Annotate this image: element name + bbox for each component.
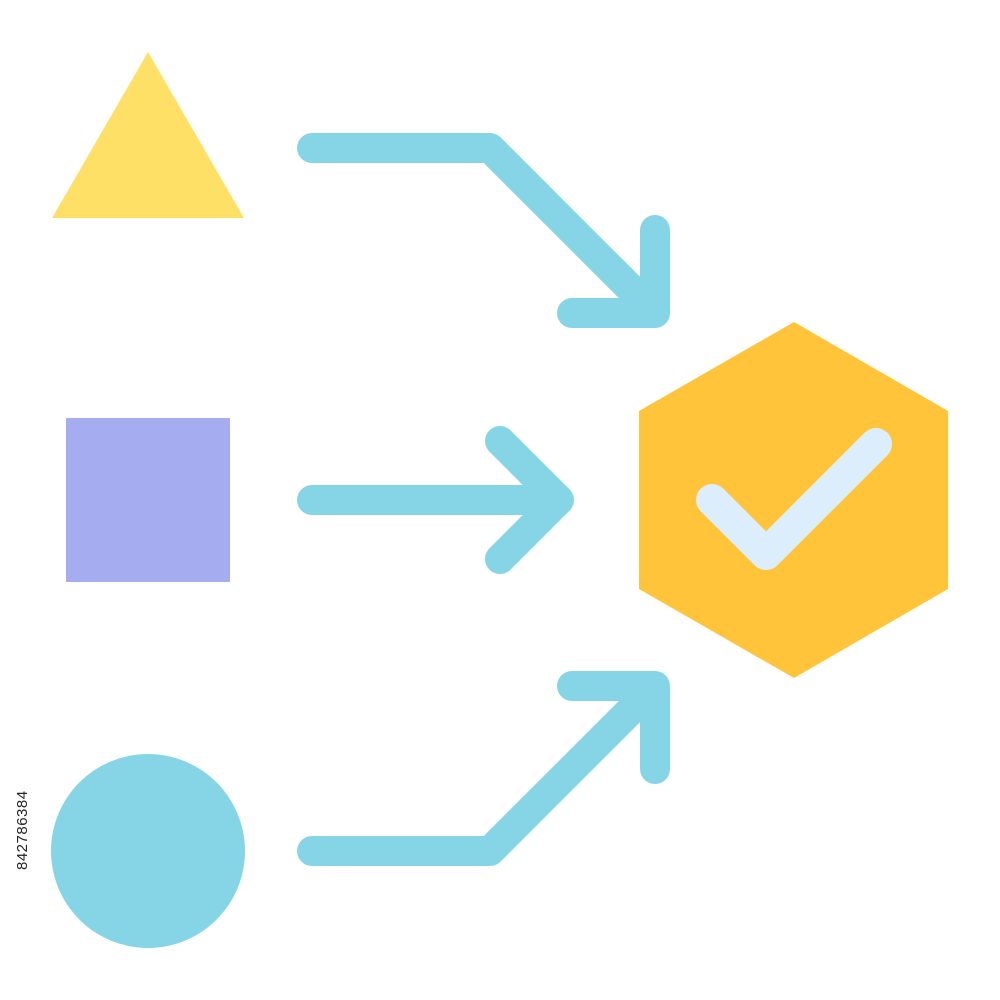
check-icon bbox=[696, 428, 892, 570]
arrow-icon-top bbox=[297, 133, 670, 328]
circle-icon bbox=[51, 754, 245, 948]
stock-id-label: 842786384 bbox=[14, 790, 31, 870]
arrow-icon-bottom bbox=[297, 671, 670, 866]
arrow-icon-middle bbox=[297, 426, 574, 574]
square-icon bbox=[66, 418, 230, 582]
triangle-icon bbox=[52, 52, 244, 218]
hexagon-check-icon bbox=[639, 322, 948, 678]
